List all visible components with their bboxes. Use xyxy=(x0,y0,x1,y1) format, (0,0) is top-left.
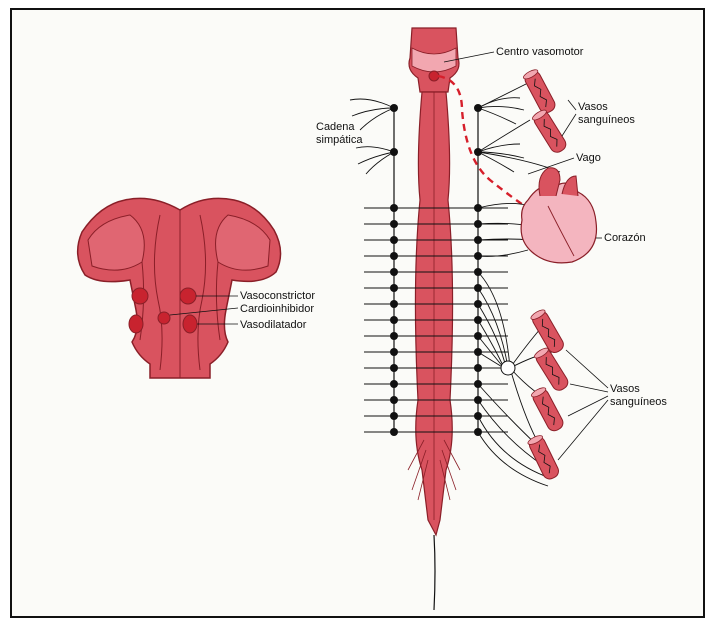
ganglion-node-icon xyxy=(390,332,398,340)
ganglion-node-icon xyxy=(390,284,398,292)
vasomotor-center-node xyxy=(429,71,439,81)
ganglion-node-icon xyxy=(390,380,398,388)
vessels-bottom-label-2: sanguíneos xyxy=(610,396,667,408)
ganglion-node-icon xyxy=(390,396,398,404)
heart-illustration xyxy=(521,168,596,263)
ganglion-node-icon xyxy=(390,412,398,420)
heart-label: Corazón xyxy=(604,232,646,244)
blood-vessel-icon xyxy=(533,346,570,393)
ganglion-node-icon xyxy=(390,300,398,308)
blood-vessels xyxy=(522,68,570,481)
vasomotor-center-label: Centro vasomotor xyxy=(496,46,584,58)
brainstem-illustration xyxy=(78,198,281,378)
ganglion-node-icon xyxy=(390,268,398,276)
vasoconstrictor-label: Vasoconstrictor xyxy=(240,290,315,302)
sympathetic-chain-label-1: Cadena xyxy=(316,121,355,133)
vasoconstrictor-nucleus-right xyxy=(180,288,196,304)
vessels-bottom-label-1: Vasos xyxy=(610,383,640,395)
filum-terminale xyxy=(434,535,435,610)
ganglion-node-icon xyxy=(390,252,398,260)
heart-body xyxy=(521,183,596,263)
ganglion-node-icon xyxy=(390,220,398,228)
vessels-top-label-2: sanguíneos xyxy=(578,114,635,126)
spinal-cord-illustration xyxy=(408,28,460,610)
vasoconstrictor-nucleus-left xyxy=(132,288,148,304)
ganglion-node-icon xyxy=(390,428,398,436)
vessels-top-label-1: Vasos xyxy=(578,101,608,113)
ganglion-node-icon xyxy=(390,348,398,356)
heart-vessel xyxy=(562,176,578,196)
ganglion-node-icon xyxy=(390,316,398,324)
vasodilator-label: Vasodilatador xyxy=(240,319,307,331)
vasodilator-nucleus-left xyxy=(129,315,143,333)
ganglion-node-icon xyxy=(390,364,398,372)
vagus-label: Vago xyxy=(576,152,601,164)
heart-aorta xyxy=(539,168,560,196)
sympathetic-chain-label-2: simpática xyxy=(316,134,363,146)
blood-vessel-icon xyxy=(531,108,568,155)
cardioinhibitor-nucleus xyxy=(158,312,170,324)
vasodilator-nucleus-right xyxy=(183,315,197,333)
vasomotor-dashed-path xyxy=(438,76,528,208)
ganglion-node-icon xyxy=(474,364,482,372)
ganglion-node-icon xyxy=(390,204,398,212)
blood-vessel-icon xyxy=(530,386,565,433)
ganglion-node-icon xyxy=(390,236,398,244)
cardioinhibitor-label: Cardioinhibidor xyxy=(240,303,314,315)
collateral-ganglion xyxy=(501,361,515,375)
blood-vessel-icon xyxy=(522,68,557,115)
